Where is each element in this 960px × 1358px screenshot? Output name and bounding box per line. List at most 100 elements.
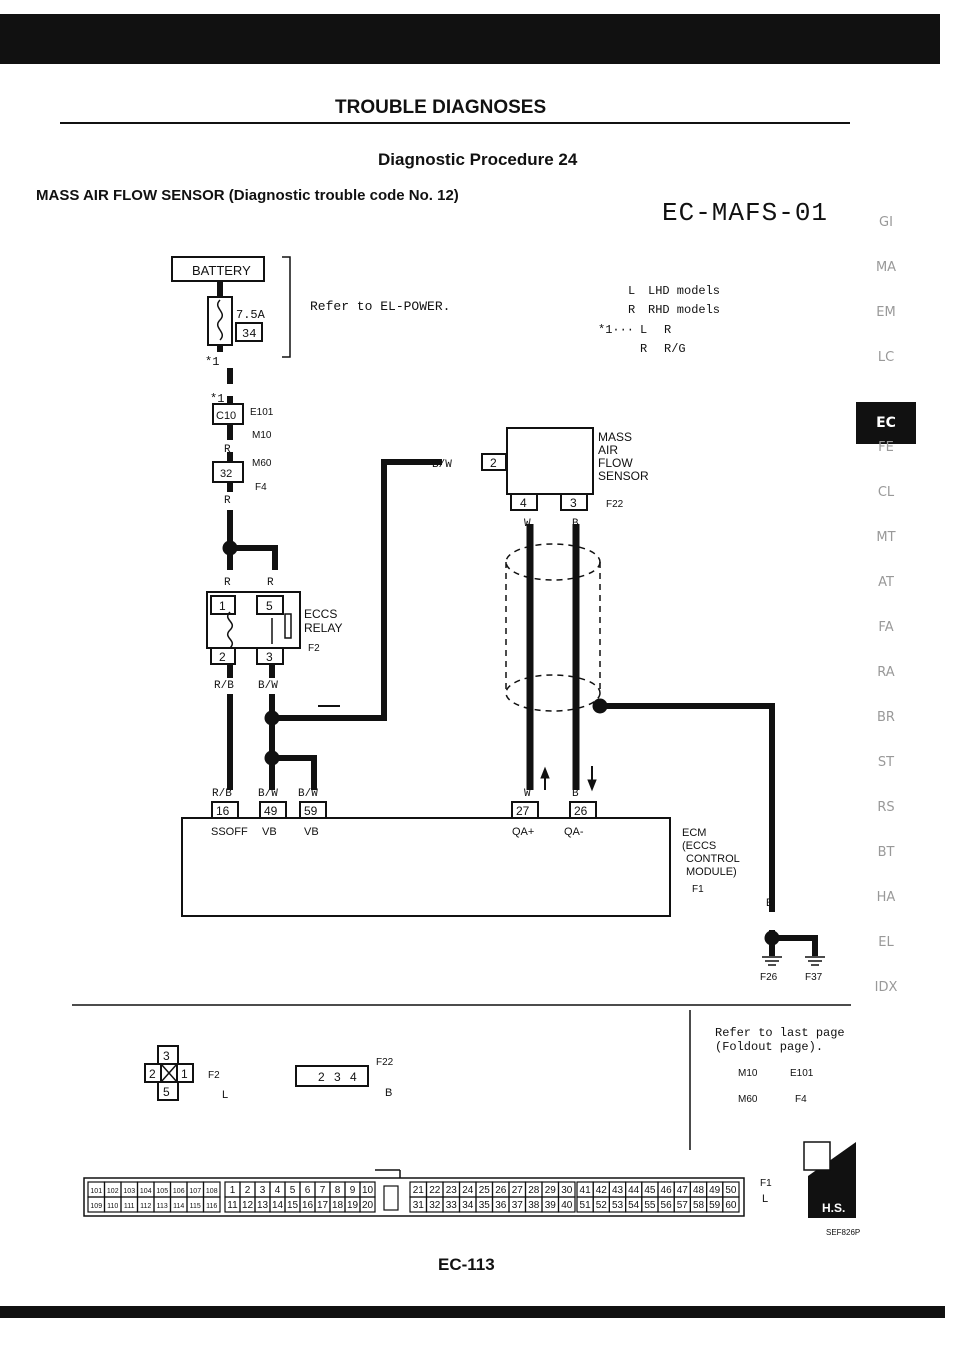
ecm-pin-8: 8 (335, 1185, 341, 1196)
ecm-pin-108: 108 (206, 1188, 218, 1195)
ecm-pin-33: 33 (446, 1200, 458, 1211)
side-tab-ma[interactable]: MA (875, 260, 897, 275)
ecm-pin-qa-plus: QA+ (512, 826, 534, 838)
relay-t1: 1 (219, 599, 226, 613)
relay-t3: 3 (266, 650, 273, 664)
maf-t3: 3 (570, 496, 577, 510)
maf-label-2: AIR (598, 443, 618, 457)
ecm-pin-vb-1: VB (262, 826, 277, 838)
ecm-connector-key (383, 1185, 399, 1211)
ecm-pin-25: 25 (479, 1185, 491, 1196)
ecm-pin-52: 52 (596, 1200, 608, 1211)
fuse-amp: 7.5A (236, 308, 266, 322)
header-rule (60, 122, 850, 124)
legend-note-rhd-val: R/G (664, 342, 686, 356)
reference-code: SEF826P (826, 1228, 860, 1237)
f2-pin-1: 3 (163, 1049, 170, 1063)
ecm-pin-50: 50 (725, 1185, 737, 1196)
side-tab-gi[interactable]: GI (879, 215, 893, 230)
ecm-pin-41: 41 (580, 1185, 592, 1196)
side-tab-ra[interactable]: RA (877, 665, 895, 680)
ecm-t27: 27 (516, 804, 530, 818)
ecm-pin-109: 109 (90, 1203, 102, 1210)
diagram-code: EC-MAFS-01 (662, 198, 829, 228)
ecm-pin-102: 102 (107, 1188, 119, 1195)
ecm-pin-54: 54 (628, 1200, 640, 1211)
side-tab-cl[interactable]: CL (877, 485, 895, 500)
wire-bw-2: B/W (258, 788, 278, 800)
ecm-pin-1: 1 (230, 1185, 236, 1196)
ecm-pin-53: 53 (612, 1200, 624, 1211)
side-tab-br[interactable]: BR (877, 710, 895, 725)
legend-note-l: L (640, 323, 647, 337)
side-tab-lc[interactable]: LC (877, 350, 895, 365)
side-tab-el[interactable]: EL (878, 935, 894, 950)
ecm-pin-18: 18 (332, 1200, 344, 1211)
side-tab-ha[interactable]: HA (876, 890, 896, 905)
ecm-pin-35: 35 (479, 1200, 491, 1211)
ecm-pin-4: 4 (275, 1185, 281, 1196)
f2-pin-2: 2 (149, 1067, 156, 1081)
side-tab-mt[interactable]: MT (876, 530, 896, 545)
side-tab-rs[interactable]: RS (877, 800, 895, 815)
ecm-pin-58: 58 (693, 1200, 705, 1211)
ecm-pin-60: 60 (725, 1200, 737, 1211)
wire-b-2: B (572, 788, 579, 800)
maf-t2: 2 (490, 456, 497, 470)
ecm-pin-110: 110 (107, 1203, 118, 1210)
ecm-pin-103: 103 (123, 1188, 135, 1195)
conn-c10: C10 (216, 410, 236, 422)
section-title: TROUBLE DIAGNOSES (335, 97, 547, 118)
wire-bw-1: B/W (258, 680, 278, 692)
ecm-pin-22: 22 (429, 1185, 441, 1196)
ecm-pin-27: 27 (512, 1185, 524, 1196)
ecm-pin-13: 13 (257, 1200, 269, 1211)
side-tab-ec[interactable]: EC (856, 402, 916, 444)
ecm-pin-105: 105 (156, 1188, 168, 1195)
side-tab-idx[interactable]: IDX (874, 980, 898, 995)
f2-pin-4: 5 (163, 1085, 170, 1099)
ecm-pin-31: 31 (413, 1200, 425, 1211)
side-tab-at[interactable]: AT (878, 575, 894, 590)
ecm-label-4: MODULE) (686, 866, 737, 878)
wire-b-1: B (572, 518, 579, 530)
conn-m60: M60 (252, 458, 272, 469)
ecm-pin-115: 115 (190, 1203, 201, 1210)
conn-m10: M10 (252, 430, 272, 441)
ecm-label-2: (ECCS (682, 840, 716, 852)
ecm-pin-107: 107 (189, 1188, 201, 1195)
page-number: EC-113 (438, 1255, 495, 1274)
wire-bw-3: B/W (298, 788, 318, 800)
wire-r-1: R (224, 444, 231, 456)
side-tab-em[interactable]: EM (876, 305, 896, 320)
bottom-conn-e101: E101 (790, 1068, 814, 1079)
f22-pin-2: 3 (334, 1070, 341, 1084)
side-tab-bt[interactable]: BT (877, 845, 895, 860)
ecm-pin-36: 36 (495, 1200, 507, 1211)
ecm-pin-40: 40 (561, 1200, 573, 1211)
maf-label-3: FLOW (598, 456, 633, 470)
hs-label: H.S. (822, 1201, 845, 1215)
legend-rhd-symbol: R (628, 303, 635, 317)
side-tab-fa[interactable]: FA (878, 620, 894, 635)
legend-note-lhd-val: R (664, 323, 671, 337)
ecm-pin-34: 34 (462, 1200, 474, 1211)
refer-foldout: (Foldout page). (715, 1040, 823, 1054)
ecm-pin-10: 10 (362, 1185, 374, 1196)
legend-lhd-symbol: L (628, 284, 635, 298)
ecm-pin-38: 38 (528, 1200, 540, 1211)
ecm-pin-106: 106 (173, 1188, 185, 1195)
side-tab-fe[interactable]: FE (878, 440, 894, 455)
bottom-band (0, 1306, 945, 1318)
bottom-conn-m10: M10 (738, 1068, 758, 1079)
conn-f4: F4 (255, 482, 267, 493)
ecm-t26: 26 (574, 804, 588, 818)
ecm-pin-116: 116 (206, 1203, 217, 1210)
wire-rb-1: R/B (214, 680, 234, 692)
side-tab-st[interactable]: ST (877, 755, 895, 770)
ecm-pin-45: 45 (644, 1185, 656, 1196)
maf-t4: 4 (520, 496, 527, 510)
fuse-number: 34 (242, 327, 256, 341)
conn-f26: F26 (760, 972, 778, 983)
